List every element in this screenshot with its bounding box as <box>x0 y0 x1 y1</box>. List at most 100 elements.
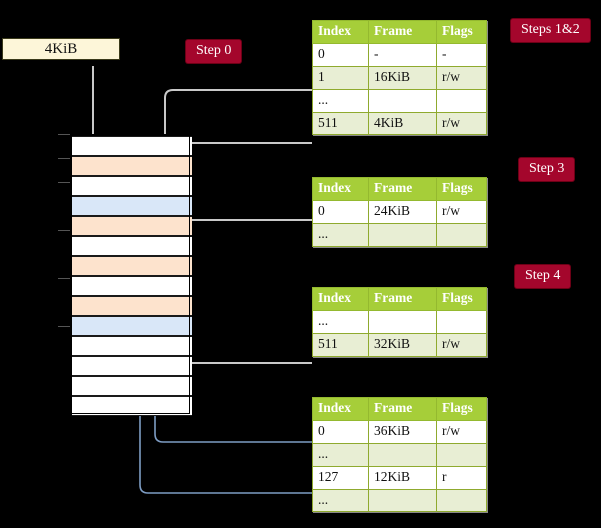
table-body-level-0: 0 - - 1 16KiB r/w ... 511 4KiB r/w <box>312 42 487 136</box>
col-header-frame: Frame <box>368 397 437 421</box>
col-header-index: Index <box>312 397 369 421</box>
cell-frame: 16KiB <box>368 65 437 90</box>
cell-index: ... <box>312 488 369 513</box>
cell-index: 0 <box>312 42 369 67</box>
memory-cell-6 <box>72 256 192 276</box>
cell-frame: 12KiB <box>368 465 437 490</box>
memory-cell-9 <box>72 316 192 336</box>
page-frame-label: 4KiB <box>44 40 78 57</box>
col-header-index: Index <box>312 177 369 201</box>
badge-step0-label: Step 0 <box>196 43 232 58</box>
badge-steps1and2-label: Steps 1&2 <box>521 22 580 37</box>
memory-cell-13 <box>72 396 192 416</box>
cell-flags: r/w <box>436 419 487 444</box>
table-body-level-1: 0 24KiB r/w ... <box>312 199 487 247</box>
badge-step4: Step 4 <box>515 265 571 289</box>
cell-frame <box>368 309 437 334</box>
cell-frame: - <box>368 42 437 67</box>
mem-tick-1 <box>58 158 70 159</box>
table-row[interactable]: 0 - - <box>312 42 487 67</box>
table-row[interactable]: ... <box>312 442 487 467</box>
cell-flags: r/w <box>436 332 487 357</box>
badge-step4-label: Step 4 <box>525 268 561 283</box>
table-row[interactable]: ... <box>312 488 487 513</box>
cell-frame: 32KiB <box>368 332 437 357</box>
cell-index: 511 <box>312 111 369 136</box>
cell-frame <box>368 222 437 247</box>
cell-index: 0 <box>312 419 369 444</box>
page-table-level-1: Index Frame Flags 0 24KiB r/w ... <box>312 177 487 247</box>
cell-frame: 4KiB <box>368 111 437 136</box>
memory-cell-12 <box>72 376 192 396</box>
badge-step3-label: Step 3 <box>529 161 565 176</box>
wire-l2-row511-to-mem <box>171 313 312 364</box>
memory-cell-8 <box>72 296 192 316</box>
table-row[interactable]: 127 12KiB r <box>312 465 487 490</box>
page-table-level-0: Index Frame Flags 0 - - 1 16KiB r/w ... <box>312 20 487 136</box>
cell-index: 1 <box>312 65 369 90</box>
cell-index: ... <box>312 309 369 334</box>
cell-flags: r/w <box>436 111 487 136</box>
cell-index: ... <box>312 442 369 467</box>
memory-cell-10 <box>72 336 192 356</box>
badge-step3: Step 3 <box>519 158 575 182</box>
memory-cell-0 <box>72 136 192 156</box>
mem-tick-4 <box>58 278 70 279</box>
cell-frame <box>368 488 437 513</box>
cell-index: 0 <box>312 199 369 224</box>
col-header-flags: Flags <box>436 397 487 421</box>
cell-flags: r/w <box>436 199 487 224</box>
table-row[interactable]: 1 16KiB r/w <box>312 65 487 90</box>
cell-flags <box>436 488 487 513</box>
cell-flags <box>436 222 487 247</box>
col-header-flags: Flags <box>436 287 487 311</box>
cell-index: 511 <box>312 332 369 357</box>
mem-tick-5 <box>58 326 70 327</box>
col-header-frame: Frame <box>368 177 437 201</box>
table-row[interactable]: 511 32KiB r/w <box>312 332 487 357</box>
cell-frame <box>368 88 437 113</box>
cell-frame: 36KiB <box>368 419 437 444</box>
memory-cell-3 <box>72 196 192 216</box>
col-header-index: Index <box>312 20 369 44</box>
cell-index: ... <box>312 222 369 247</box>
table-row[interactable]: 0 24KiB r/w <box>312 199 487 224</box>
mem-tick-0 <box>58 134 70 135</box>
memory-cell-2 <box>72 176 192 196</box>
memory-cell-11 <box>72 356 192 376</box>
mem-tick-2 <box>58 182 70 183</box>
memory-cell-4 <box>72 216 192 236</box>
page-table-level-2: Index Frame Flags ... 511 32KiB r/w <box>312 287 487 357</box>
memory-cell-1 <box>72 156 192 176</box>
page-frame-box: 4KiB <box>2 38 120 60</box>
cell-flags: r/w <box>436 65 487 90</box>
table-header-row: Index Frame Flags <box>312 397 487 421</box>
col-header-flags: Flags <box>436 20 487 44</box>
badge-step0: Step 0 <box>186 40 242 64</box>
col-header-frame: Frame <box>368 20 437 44</box>
cell-frame: 24KiB <box>368 199 437 224</box>
table-body-level-2: ... 511 32KiB r/w <box>312 309 487 357</box>
wire-l1-row0-to-mem <box>171 219 312 257</box>
cell-flags <box>436 442 487 467</box>
table-header-row: Index Frame Flags <box>312 287 487 311</box>
memory-cell-7 <box>72 276 192 296</box>
table-row[interactable]: ... <box>312 309 487 334</box>
table-row[interactable]: ... <box>312 88 487 113</box>
badge-steps1and2: Steps 1&2 <box>511 19 590 43</box>
table-row[interactable]: 0 36KiB r/w <box>312 419 487 444</box>
cell-index: ... <box>312 88 369 113</box>
col-header-flags: Flags <box>436 177 487 201</box>
cell-flags: r <box>436 465 487 490</box>
col-header-frame: Frame <box>368 287 437 311</box>
cell-index: 127 <box>312 465 369 490</box>
table-row[interactable]: ... <box>312 222 487 247</box>
memory-cell-5 <box>72 236 192 256</box>
table-row-highlighted[interactable]: 511 4KiB r/w <box>312 111 487 136</box>
cell-frame <box>368 442 437 467</box>
page-table-level-3: Index Frame Flags 0 36KiB r/w ... 127 12… <box>312 397 487 513</box>
table-header-row: Index Frame Flags <box>312 177 487 201</box>
cell-flags: - <box>436 42 487 67</box>
cell-flags <box>436 309 487 334</box>
